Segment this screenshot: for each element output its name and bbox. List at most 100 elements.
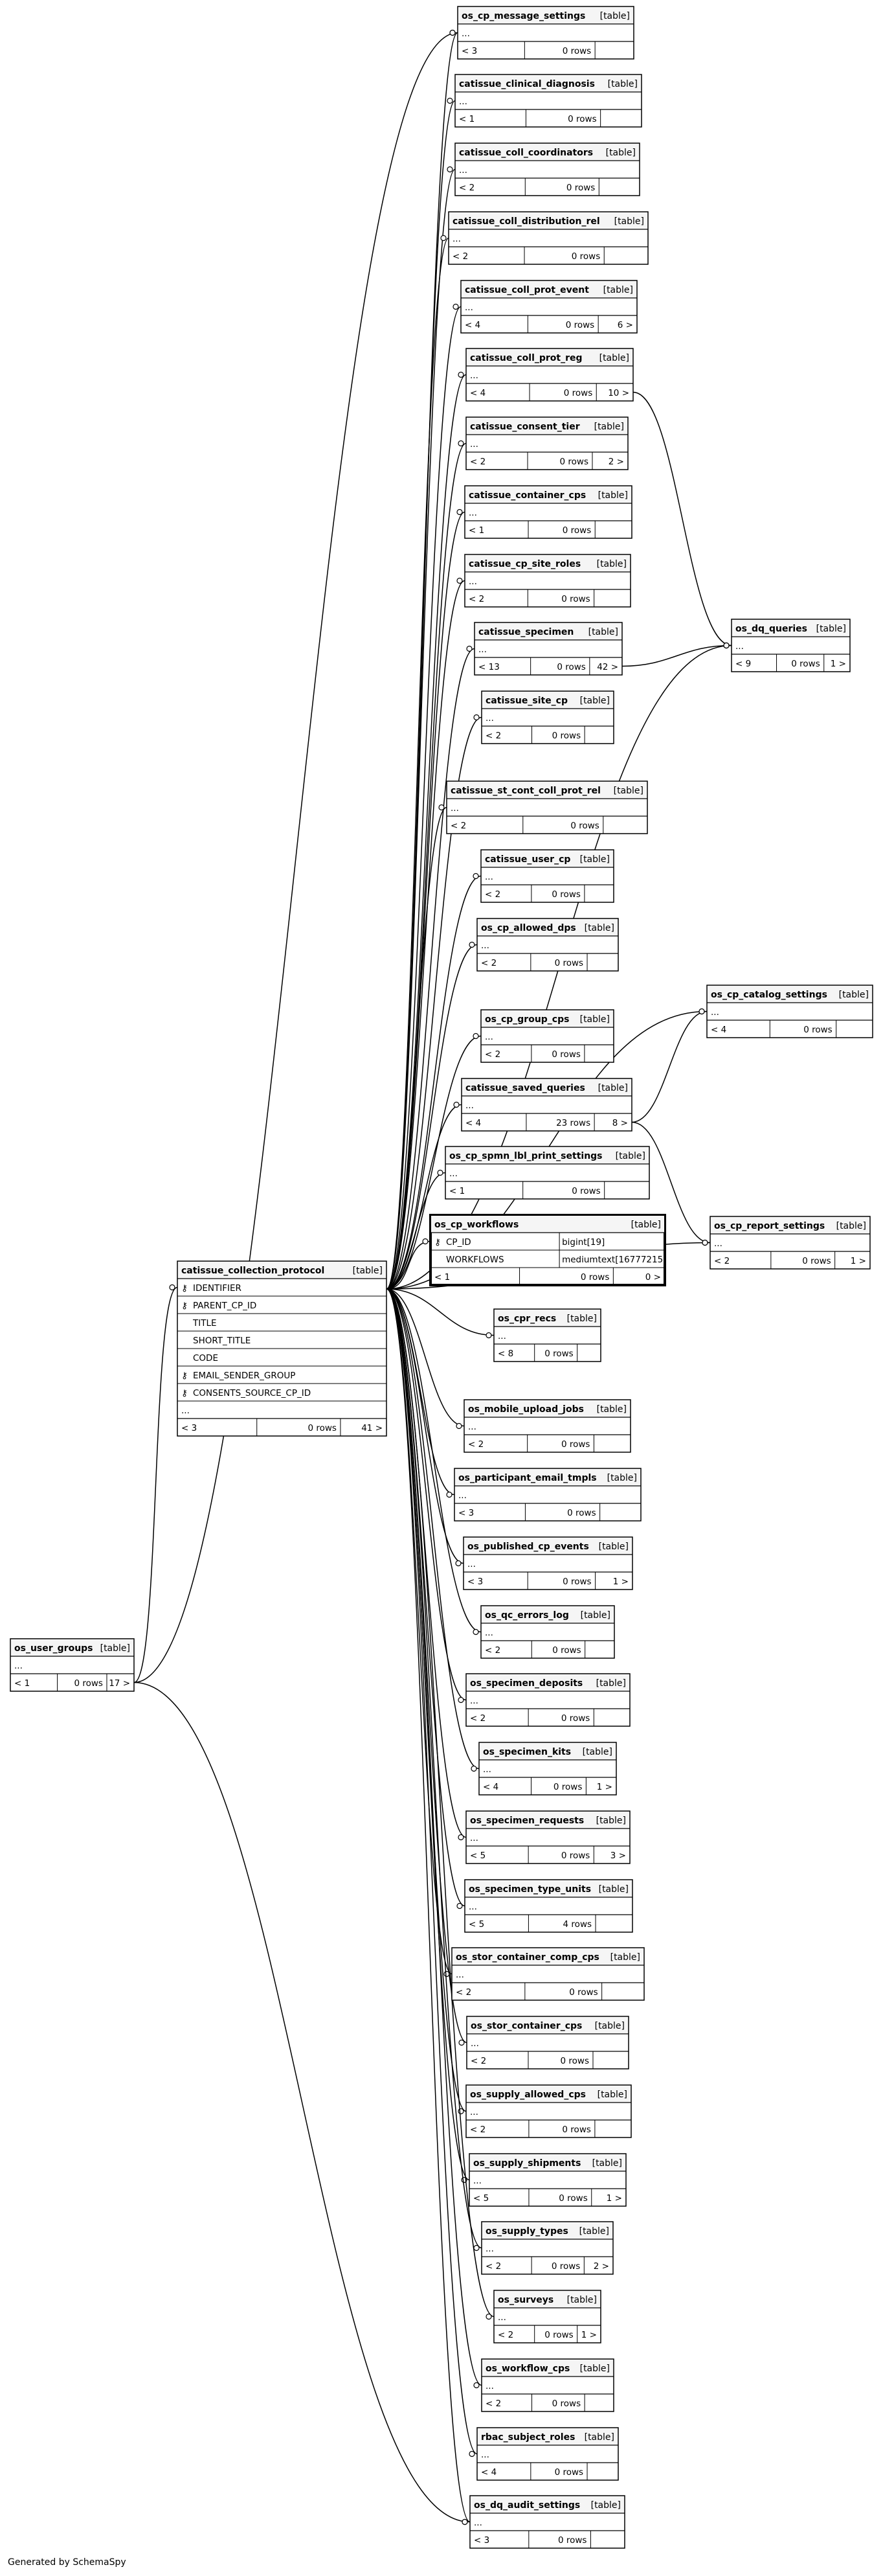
children-count[interactable]: < 2 [485, 1645, 500, 1656]
children-count[interactable]: < 1 [434, 1272, 450, 1282]
children-count[interactable]: < 4 [483, 1782, 498, 1792]
children-count[interactable]: < 2 [470, 1713, 486, 1724]
children-count[interactable]: < 2 [453, 251, 468, 262]
children-count[interactable]: < 3 [462, 46, 477, 56]
children-count[interactable]: < 2 [486, 2261, 501, 2272]
children-count[interactable]: < 1 [469, 525, 484, 536]
children-count[interactable]: < 2 [459, 183, 475, 193]
children-count[interactable]: < 1 [459, 114, 475, 124]
children-count[interactable]: < 2 [471, 2056, 486, 2066]
parents-count[interactable]: 1 > [597, 1782, 612, 1792]
parents-count[interactable]: 1 > [581, 2330, 597, 2340]
children-count[interactable]: < 4 [470, 388, 486, 398]
children-count[interactable]: < 3 [458, 1508, 474, 1518]
children-count[interactable]: < 4 [711, 1025, 726, 1035]
children-count[interactable]: < 2 [481, 958, 497, 968]
children-count[interactable]: < 2 [456, 1987, 471, 1998]
children-count[interactable]: < 2 [485, 1049, 500, 1060]
table-os-cp-spmn-lbl-print-settings[interactable]: os_cp_spmn_lbl_print_settings[table]...<… [445, 1146, 650, 1200]
children-count[interactable]: < 2 [486, 731, 501, 741]
children-count[interactable]: < 13 [478, 662, 500, 672]
children-count[interactable]: < 2 [470, 2125, 486, 2135]
children-count[interactable]: < 1 [449, 1186, 465, 1196]
table-kind-label: [table] [580, 854, 610, 865]
parents-count[interactable]: 1 > [613, 1577, 629, 1587]
children-count[interactable]: < 4 [465, 320, 480, 330]
children-count[interactable]: < 2 [469, 594, 484, 604]
parents-count[interactable]: 17 > [109, 1678, 130, 1689]
table-catissue-collection-protocol[interactable]: catissue_collection_protocol[table]⚷IDEN… [177, 1260, 387, 1437]
children-count[interactable]: < 3 [474, 2535, 489, 2546]
children-count[interactable]: < 2 [486, 2399, 501, 2409]
children-count[interactable]: < 3 [181, 1423, 197, 1433]
children-count[interactable]: < 2 [470, 457, 486, 467]
children-count[interactable]: < 2 [468, 1439, 484, 1450]
table-catissue-clinical-diagnosis[interactable]: catissue_clinical_diagnosis[table]...< 1… [454, 74, 642, 128]
parents-count[interactable]: 1 > [831, 659, 846, 669]
children-count[interactable]: < 4 [481, 2467, 497, 2478]
children-count[interactable]: < 5 [469, 1919, 484, 1930]
children-count[interactable]: < 5 [473, 2193, 489, 2204]
parents-count[interactable]: 1 > [851, 1256, 866, 1266]
parents-count[interactable]: 1 > [607, 2193, 622, 2204]
children-count[interactable]: < 1 [14, 1678, 30, 1689]
parents-count[interactable]: 3 > [610, 1851, 626, 1861]
children-count[interactable]: < 8 [498, 1349, 513, 1359]
children-count[interactable]: < 2 [451, 821, 466, 831]
parents-count[interactable]: 8 > [612, 1118, 628, 1128]
table-catissue-coll-distribution-rel[interactable]: catissue_coll_distribution_rel[table]...… [448, 211, 649, 265]
parents-count[interactable]: 41 > [361, 1423, 383, 1433]
parents-count[interactable]: 2 > [609, 457, 624, 467]
children-count[interactable]: < 2 [714, 1256, 730, 1266]
children-count[interactable]: < 5 [470, 1851, 486, 1861]
children-count[interactable]: < 2 [485, 889, 500, 900]
children-count[interactable]: < 2 [498, 2330, 513, 2340]
children-count[interactable]: < 9 [735, 659, 751, 669]
parents-count[interactable]: 10 > [608, 388, 629, 398]
children-count[interactable]: < 3 [467, 1577, 483, 1587]
children-count[interactable]: < 4 [465, 1118, 481, 1128]
parents-count[interactable]: 2 > [594, 2261, 609, 2272]
parents-count[interactable]: 6 > [618, 320, 633, 330]
zero-many-marker [473, 1628, 479, 1636]
parents-count[interactable]: 0 > [645, 1272, 661, 1282]
table-catissue-st-cont-coll-prot-rel[interactable]: catissue_st_cont_coll_prot_rel[table]...… [446, 781, 648, 834]
parents-count[interactable]: 42 > [597, 662, 618, 672]
